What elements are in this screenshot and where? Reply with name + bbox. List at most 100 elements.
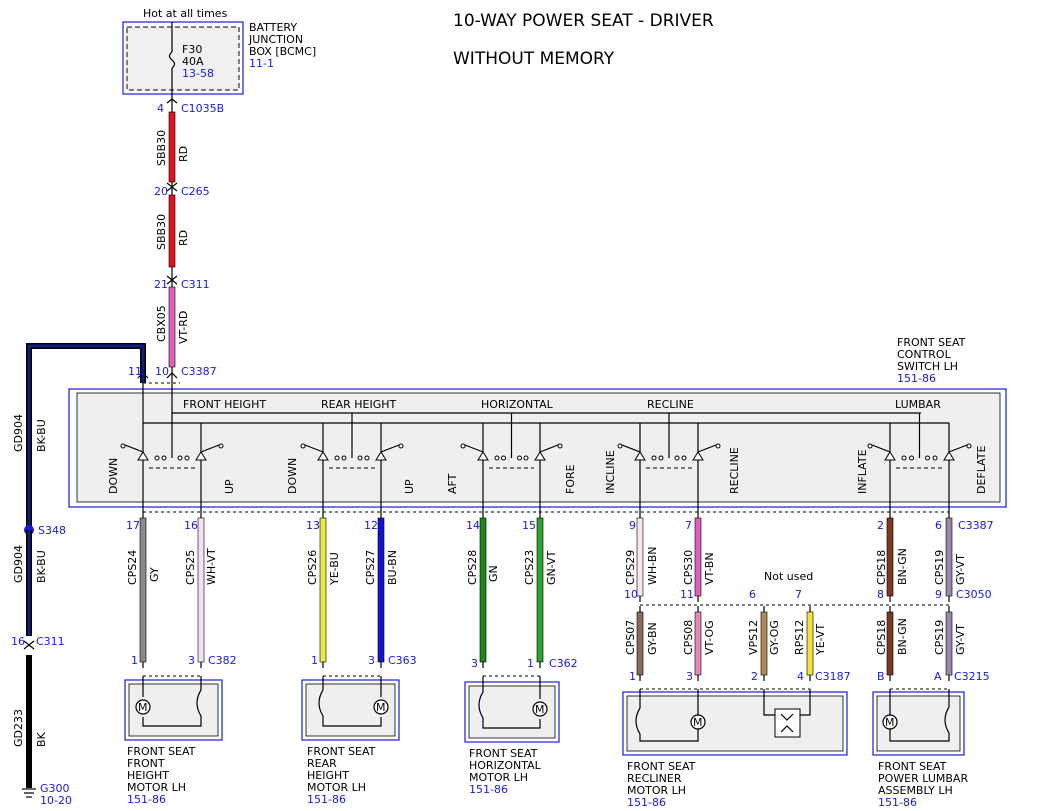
switch-terminal — [674, 455, 680, 461]
c3387-pin11: 11 — [128, 365, 142, 378]
c311-lower-pin: 16 — [11, 635, 25, 648]
wire-cps23 — [536, 517, 544, 663]
m4-ref: 151-86 — [627, 796, 666, 809]
switch-terminal — [334, 455, 340, 461]
m1-ref: 151-86 — [127, 793, 166, 806]
cps18-lower-color: BN-GN — [896, 618, 909, 655]
wire-gd904-upper — [27, 344, 145, 530]
wire-cps19 — [945, 517, 953, 597]
m2-outline — [301, 679, 400, 741]
dir-up-2: UP — [403, 479, 416, 494]
switch-blade — [697, 444, 717, 453]
wire-cps29 — [636, 517, 644, 597]
switch-label-2: CONTROL — [897, 348, 952, 361]
pin-cps26: 13 — [306, 519, 320, 532]
switch-terminal — [177, 455, 183, 461]
wire-seg — [639, 689, 699, 742]
gd904-lower-circuit: GD904 — [12, 545, 25, 583]
m4-pin-3: 3 — [686, 670, 693, 683]
wire-seg — [322, 676, 382, 727]
cps07-circuit: CPS07 — [624, 620, 637, 655]
bjb-label-1: BATTERY — [249, 21, 297, 34]
switch-contact-arrow — [534, 451, 546, 461]
m1-label-4: MOTOR LH — [127, 781, 186, 794]
pin-cps19: 6 — [935, 519, 942, 532]
cps27-color: BU-BN — [386, 550, 399, 585]
m3-ref: 151-86 — [469, 783, 508, 796]
m2-ref: 151-86 — [307, 793, 346, 806]
not-used-label: Not used — [764, 570, 813, 583]
wire-vps12 — [760, 611, 768, 676]
switch-contact-arrow — [195, 451, 207, 461]
switch-blade — [200, 444, 220, 453]
m3-label-1: FRONT SEAT — [469, 747, 538, 760]
switch-blade — [871, 444, 891, 453]
wire-sbb30-2-circuit: SBB30 — [155, 214, 168, 250]
m1-pin-b: 3 — [188, 654, 195, 667]
wire-cbx05 — [168, 286, 176, 368]
rps12-color: YE-VT — [814, 623, 827, 656]
m2-motor-symbol: M — [376, 701, 386, 714]
pin-cps25: 16 — [184, 519, 198, 532]
cps19-lower-circuit: CPS19 — [933, 620, 946, 655]
m4-limit-symbol — [635, 707, 641, 735]
gd233-circuit: GD233 — [12, 709, 25, 747]
m5-ref: 151-86 — [878, 796, 917, 809]
cps08-circuit: CPS08 — [682, 620, 695, 655]
c3387-bottom-name: C3387 — [958, 519, 994, 532]
pin-cps28: 14 — [466, 519, 480, 532]
wire-seg — [763, 689, 811, 716]
section-front-height: FRONT HEIGHT — [183, 398, 266, 411]
cps18-circuit: CPS18 — [875, 550, 888, 585]
switch-contact-arrow — [634, 451, 646, 461]
switch-terminal — [154, 455, 160, 461]
dir-aft: AFT — [446, 473, 459, 494]
rps12-circuit: RPS12 — [793, 620, 806, 655]
m3-label-3: MOTOR LH — [469, 771, 528, 784]
c3050-name: C3050 — [956, 588, 992, 601]
section-horizontal: HORIZONTAL — [481, 398, 554, 411]
cps30-circuit: CPS30 — [682, 550, 695, 585]
switch-contact-arrow — [317, 451, 329, 461]
m4-motor-symbol: M — [693, 716, 703, 729]
m3-pin-b: 1 — [527, 657, 534, 670]
switch-label-3: SWITCH LH — [897, 360, 958, 373]
c3050-pin7: 7 — [795, 588, 802, 601]
c3387-top-pin10 — [166, 372, 178, 379]
pin-cps18: 2 — [877, 519, 884, 532]
cps25-circuit: CPS25 — [184, 550, 197, 585]
m1-label-1: FRONT SEAT — [127, 745, 196, 758]
switch-contact-arrow — [375, 451, 387, 461]
bjb-inner — [126, 26, 240, 91]
switch-contact-arrow — [137, 451, 149, 461]
wire-gd233 — [26, 655, 32, 788]
m2-label-2: REAR — [307, 757, 337, 770]
fuse-name: F30 — [182, 43, 202, 56]
m1-motor-icon — [135, 699, 151, 715]
pin-cps24: 17 — [126, 519, 140, 532]
switch-contact-arrow — [477, 451, 489, 461]
gd904-lower-color: BK-BU — [35, 550, 48, 583]
m3-body — [468, 685, 556, 739]
switch-terminal — [925, 455, 930, 461]
gd904-upper-circuit: GD904 — [12, 414, 25, 452]
pin-cps23: 15 — [522, 519, 536, 532]
m2-pin-b: 3 — [368, 654, 375, 667]
harness-wires — [139, 512, 953, 681]
cps23-circuit: CPS23 — [523, 550, 536, 585]
hot-at-all-times-label: Hot at all times — [143, 7, 228, 20]
cps26-color: YE-BU — [328, 552, 341, 586]
m5-outline — [872, 691, 965, 756]
dir-recline: RECLINE — [728, 447, 741, 494]
wire-cps26 — [319, 517, 327, 663]
m3-motor-symbol: M — [535, 703, 545, 716]
wire-seg — [780, 713, 794, 733]
switch-blade — [539, 444, 559, 453]
c265-name: C265 — [181, 185, 210, 198]
c265-pin: 20 — [154, 185, 168, 198]
m4-sensor-icon — [774, 708, 801, 738]
cps23-color: GN-VT — [545, 550, 558, 585]
switch-terminal — [932, 455, 938, 461]
pin-cps29: 9 — [629, 519, 636, 532]
switch-terminal — [494, 455, 500, 461]
